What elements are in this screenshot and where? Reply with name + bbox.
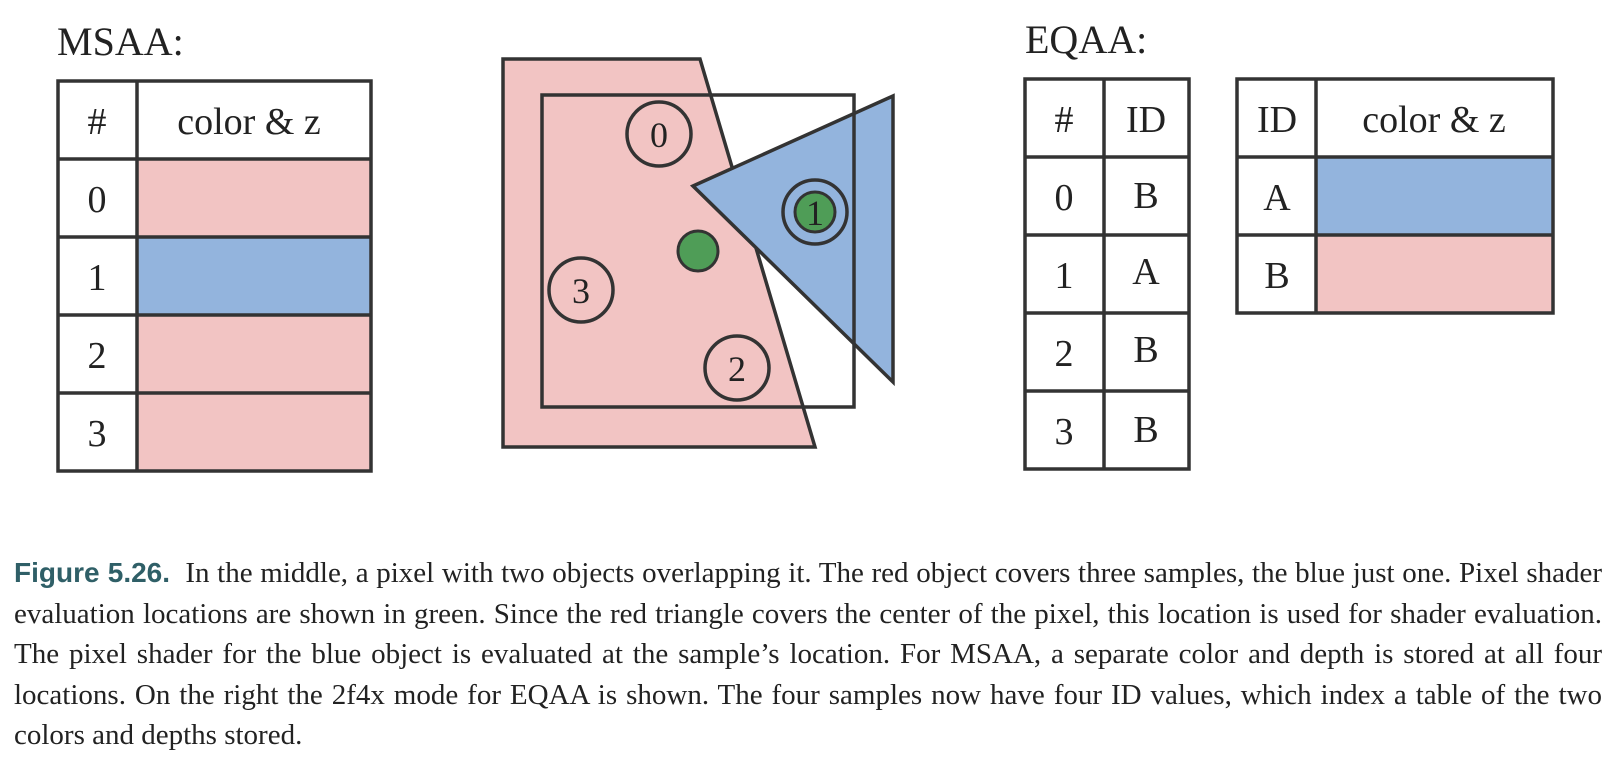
sample-1-marker (781, 178, 849, 246)
eqaa-id-row-id-0: B (1133, 175, 1158, 217)
msaa-title: MSAA: (57, 19, 184, 64)
msaa-row-fill-0 (137, 159, 371, 237)
pixel-boundary (540, 93, 856, 409)
eqaa-id-row-id-1: A (1132, 251, 1160, 293)
pixel-illustration: 0 1 2 3 (501, 57, 895, 449)
eqaa-id-row-index-2: 2 (1055, 333, 1074, 375)
sample-3-marker (547, 256, 615, 324)
eqaa-id-row-index-1: 1 (1055, 255, 1074, 297)
sample-2-label: 2 (728, 349, 746, 389)
msaa-row-index-1: 1 (88, 257, 107, 299)
eqaa-color-row-fill-0 (1316, 157, 1553, 235)
msaa-row-index-3: 3 (88, 413, 107, 455)
msaa-row-fill-2 (137, 315, 371, 393)
shader-eval-point-sample-1 (793, 190, 837, 234)
sample-0: 0 (625, 100, 693, 168)
msaa-table: # color & z 0 1 2 3 (56, 79, 373, 473)
blue-object (689, 93, 895, 387)
eqaa-id-row-id-3: B (1133, 409, 1158, 451)
sample-0-label: 0 (650, 115, 668, 155)
eqaa-color-grid (1235, 77, 1555, 315)
caption-text: In the middle, a pixel with two objects … (14, 557, 1603, 751)
msaa-header-index: # (88, 101, 107, 143)
eqaa-id-row-index-3: 3 (1055, 411, 1074, 453)
msaa-row-index-2: 2 (88, 335, 107, 377)
sample-3-label: 3 (572, 271, 590, 311)
eqaa-id-header-id: ID (1126, 99, 1166, 141)
eqaa-title: EQAA: (1025, 17, 1147, 62)
eqaa-id-row-id-2: B (1133, 329, 1158, 371)
figure-diagram: MSAA: # color & z 0 1 2 3 0 (56, 17, 1555, 473)
sample-0-marker (625, 100, 693, 168)
msaa-row-fill-3 (137, 393, 371, 471)
sample-3: 3 (547, 256, 615, 324)
sample-2: 2 (703, 334, 771, 402)
eqaa-color-row-id-1: B (1264, 255, 1289, 297)
msaa-header-color: color & z (177, 101, 321, 143)
eqaa-color-header-id: ID (1257, 99, 1297, 141)
figure-caption: Figure 5.26. In the middle, a pixel with… (14, 553, 1602, 756)
eqaa-id-header-index: # (1055, 99, 1074, 141)
eqaa-color-header-color: color & z (1362, 99, 1506, 141)
eqaa-color-row-id-0: A (1263, 177, 1291, 219)
eqaa-id-row-index-0: 0 (1055, 177, 1074, 219)
shader-eval-point-center (676, 229, 720, 273)
sample-2-marker (703, 334, 771, 402)
figure-label: Figure 5.26. (14, 557, 171, 588)
sample-1: 1 (781, 178, 849, 246)
msaa-row-index-0: 0 (88, 179, 107, 221)
eqaa-id-grid (1023, 77, 1191, 471)
msaa-grid (56, 79, 373, 473)
sample-1-label: 1 (806, 193, 824, 233)
eqaa-color-table: ID color & z A B (1235, 77, 1555, 315)
eqaa-color-row-fill-1 (1316, 235, 1553, 313)
msaa-row-fill-1 (137, 237, 371, 315)
red-object (501, 57, 818, 449)
eqaa-id-table: # ID 0 B 1 A 2 B 3 B (1023, 77, 1191, 471)
